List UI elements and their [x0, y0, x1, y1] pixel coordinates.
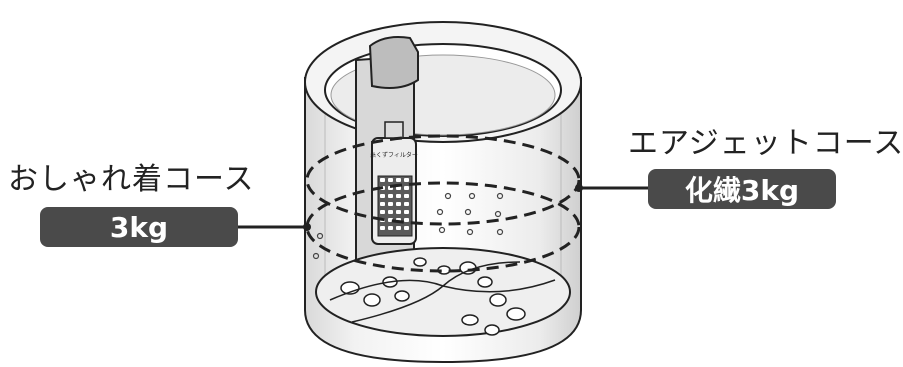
right-capacity-badge: 化繊3kg — [648, 169, 836, 209]
lint-filter-label: 糸くずフィルター — [370, 151, 418, 159]
left-capacity-badge: 3kg — [40, 207, 238, 247]
left-course-name: おしゃれ着コース — [8, 154, 255, 198]
right-course-name: エアジェットコース — [628, 118, 903, 162]
